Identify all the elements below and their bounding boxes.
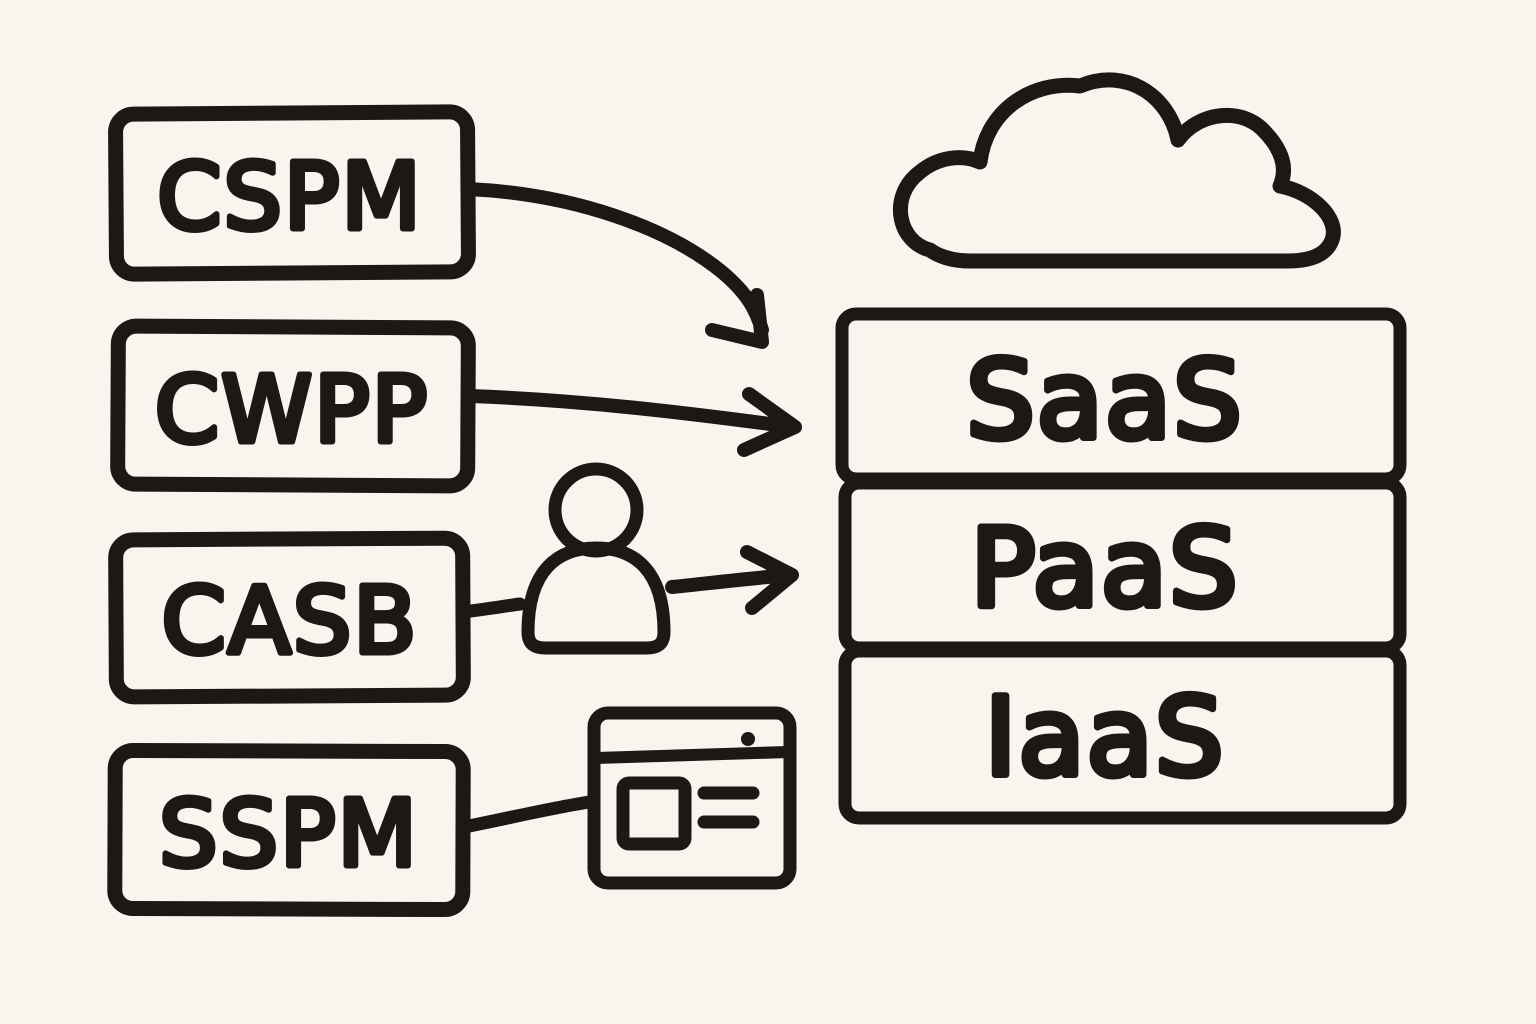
- cspm-to-saas-arrow: [461, 182, 769, 349]
- sspm-to-browser-line: [457, 795, 597, 834]
- tool-box-cspm: CSPM: [108, 104, 476, 282]
- casb-to-user-line: [456, 597, 527, 619]
- tool-box-cwpp: CWPP: [110, 318, 476, 494]
- service-box-paas-label: PaaS: [970, 507, 1239, 632]
- browser-content-square: [616, 776, 692, 851]
- tool-box-casb-label: CASB: [162, 568, 419, 675]
- service-box-iaas-label: IaaS: [985, 676, 1226, 801]
- tool-box-casb: CASB: [108, 530, 471, 705]
- cwpp-to-saas-arrow: [463, 387, 802, 457]
- cloud-icon: [893, 72, 1341, 269]
- cwpp-arrow-line: [463, 389, 792, 433]
- browser-window-icon: [587, 706, 797, 890]
- browser-titlebar-dot: [741, 732, 755, 746]
- user-icon: [521, 462, 671, 655]
- service-box-saas: SaaS: [835, 307, 1407, 486]
- user-icon-body: [521, 541, 671, 655]
- browser-titlebar-line: [590, 746, 794, 764]
- service-box-iaas: IaaS: [838, 644, 1407, 825]
- user-arrow-line: [665, 569, 785, 594]
- tool-box-cwpp-border: [110, 318, 476, 494]
- service-box-saas-label: SaaS: [966, 339, 1243, 464]
- service-box-iaas-border: [838, 644, 1407, 825]
- cwpp-arrowhead-icon: [737, 387, 802, 457]
- user-to-paas-arrow: [665, 545, 799, 615]
- tool-box-sspm-label: SSPM: [159, 781, 419, 888]
- browser-window-frame: [587, 706, 797, 890]
- user-icon-head: [548, 462, 644, 558]
- cspm-arrowhead-icon: [705, 288, 769, 349]
- cspm-arrow-line: [461, 182, 769, 337]
- user-arrowhead-icon: [740, 545, 799, 615]
- service-box-paas: PaaS: [838, 476, 1407, 655]
- tool-box-sspm: SSPM: [107, 742, 471, 918]
- tool-box-cspm-label: CSPM: [157, 144, 423, 251]
- tool-box-cwpp-label: CWPP: [155, 357, 429, 464]
